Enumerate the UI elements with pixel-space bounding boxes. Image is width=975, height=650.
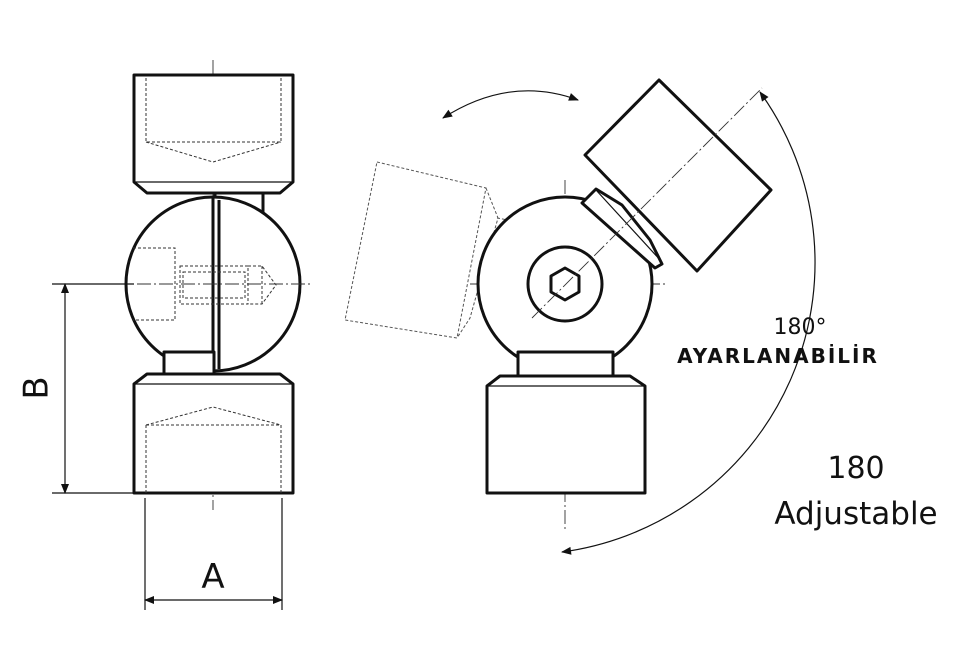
dimension-b-label: B [17, 376, 57, 399]
side-lower-neck [516, 350, 615, 378]
side-view [344, 78, 816, 555]
ghost-position [344, 161, 509, 339]
hidden-screw [133, 247, 277, 321]
bottom-cap [132, 372, 295, 495]
dimension-a-label: A [201, 557, 224, 597]
dimension-a: A [144, 498, 283, 610]
lower-neck [162, 350, 216, 376]
rotation-arrow-icon [442, 90, 579, 119]
top-cap [132, 73, 295, 195]
side-bottom-cap [485, 374, 647, 495]
value-label: 180 [827, 451, 884, 486]
angle-label: 180° [774, 315, 827, 340]
dimension-b: B [17, 283, 134, 494]
front-view: B A [17, 60, 310, 610]
turkish-adjustable-label: AYARLANABİLİR [677, 344, 879, 368]
adjustment-arc [561, 91, 816, 555]
english-adjustable-label: Adjustable [774, 496, 937, 532]
